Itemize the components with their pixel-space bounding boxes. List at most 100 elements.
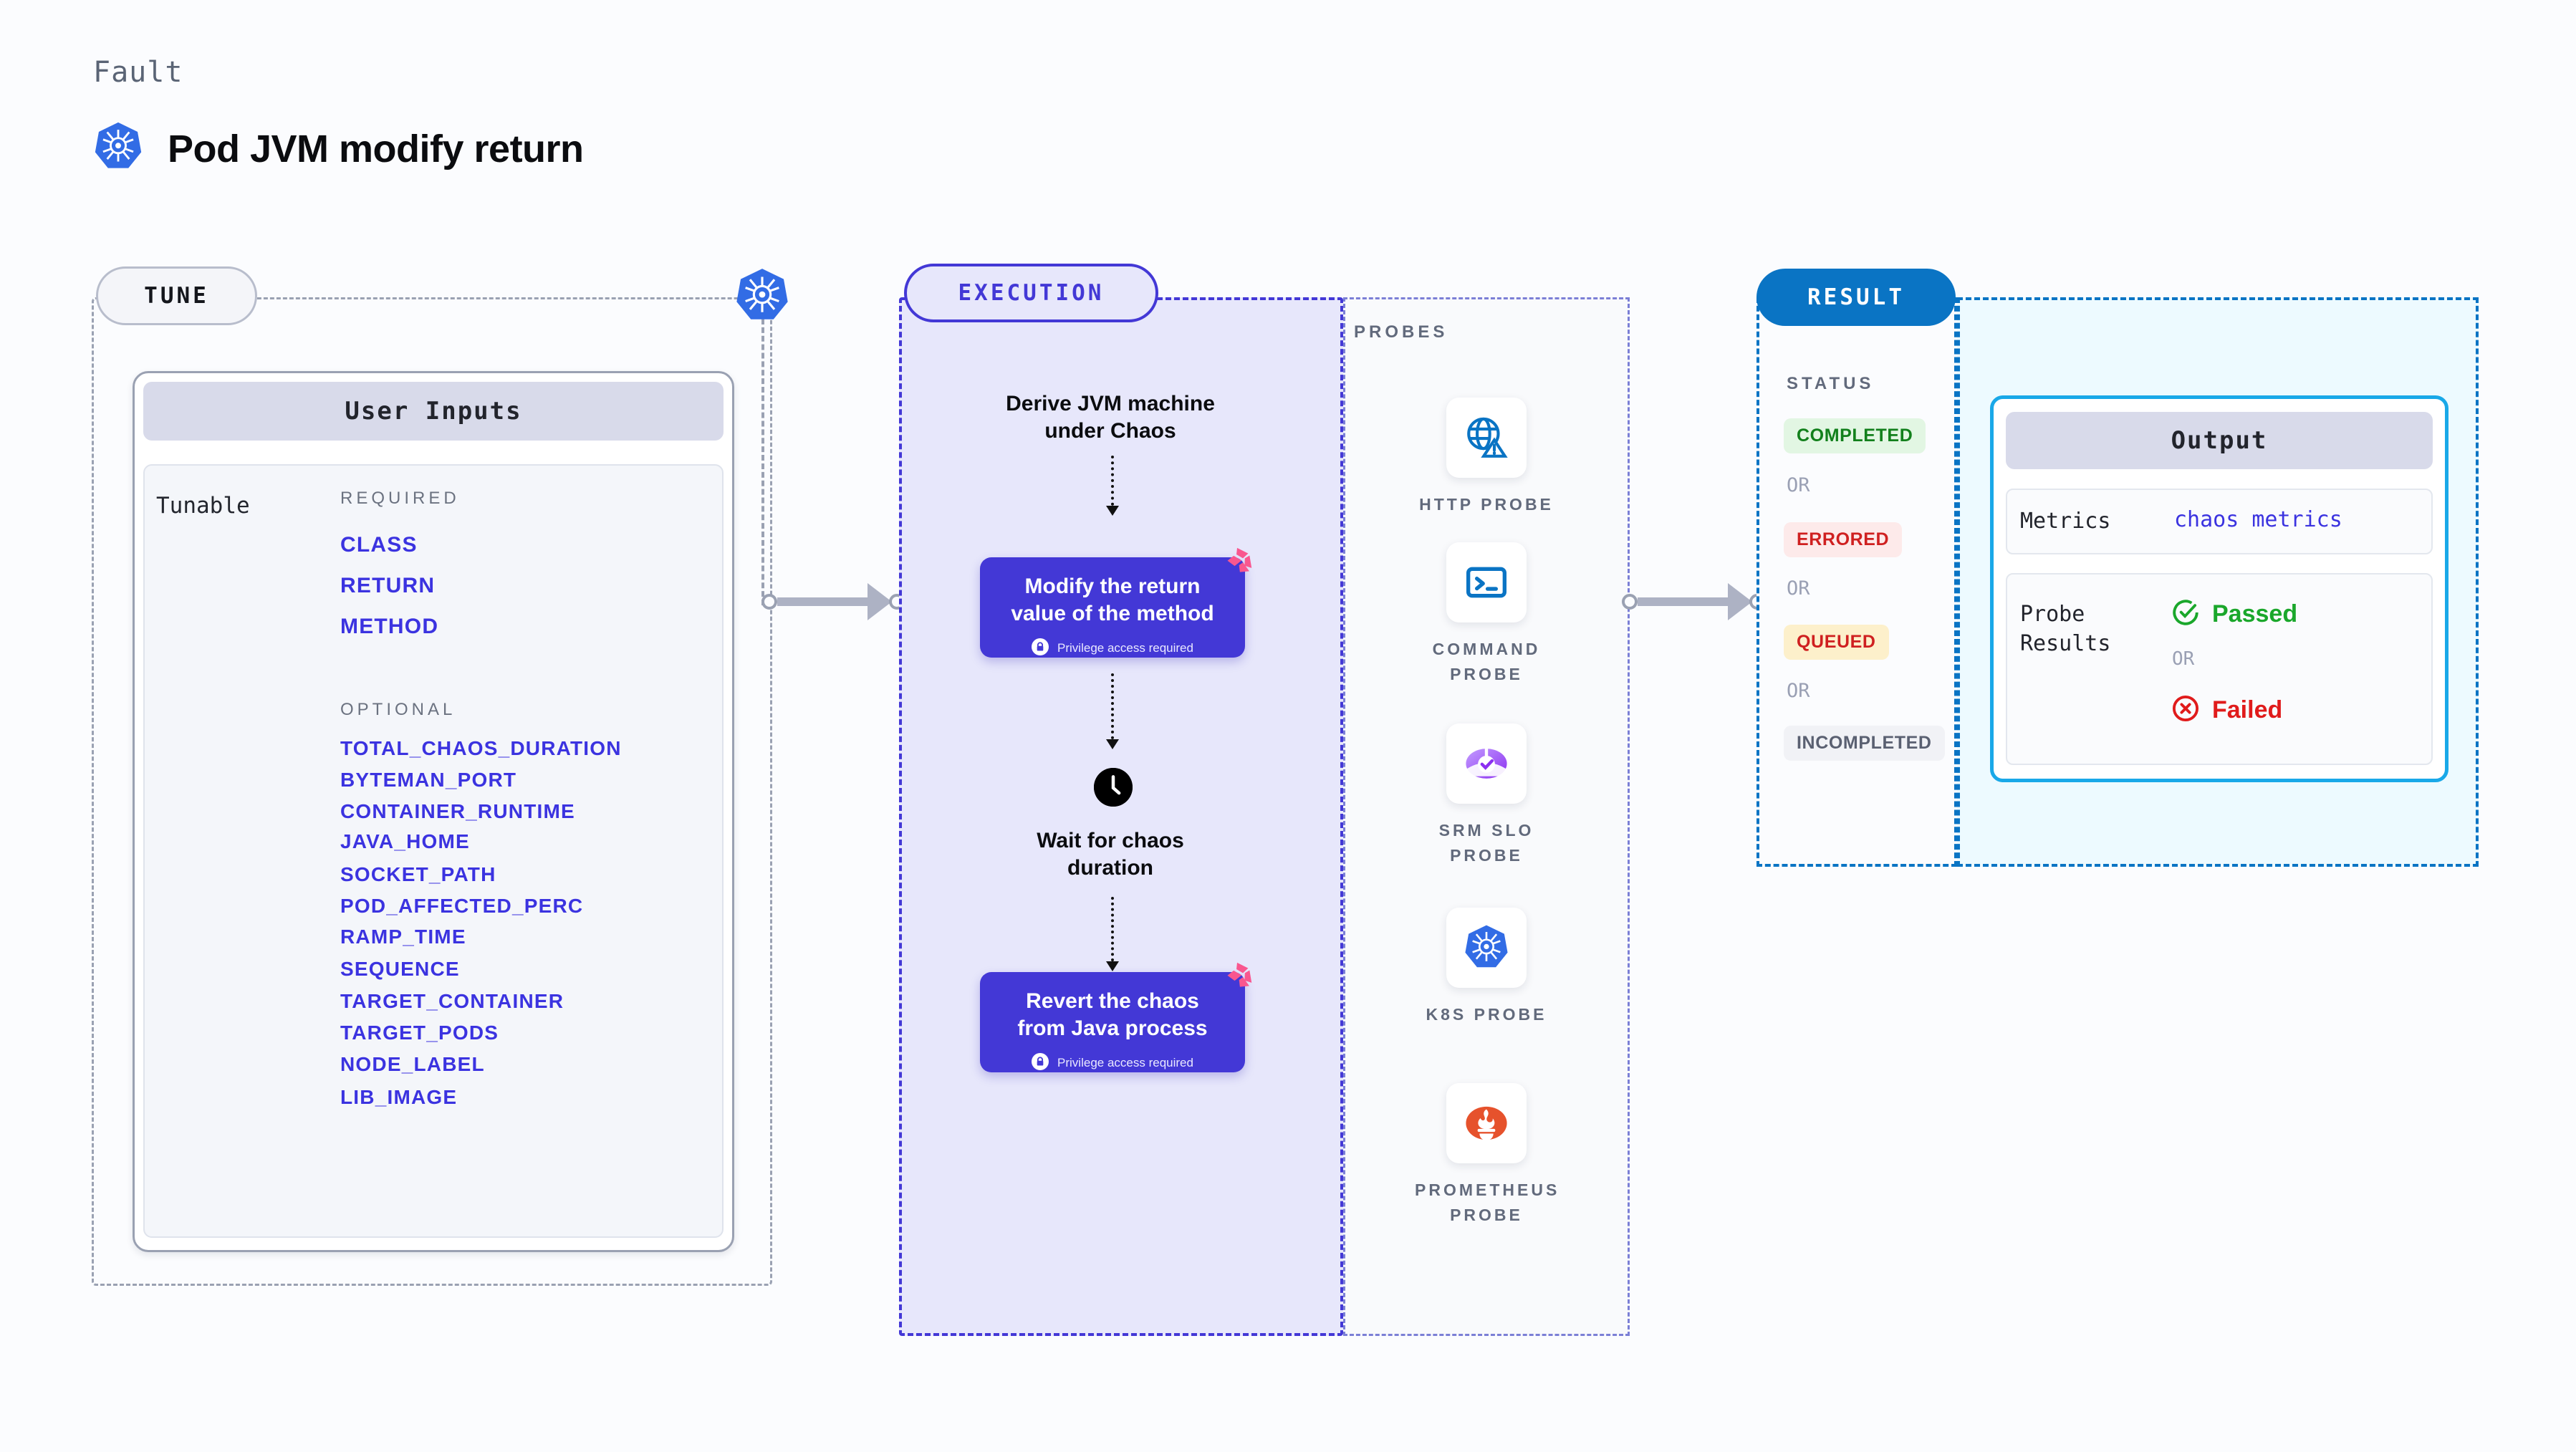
optional-group: OPTIONAL TOTAL_CHAOS_DURATION BYTEMAN_PO… [340,700,622,1109]
execution-step-wait: Wait for chaos duration [1037,829,1184,880]
status-badge-incompleted: INCOMPLETED [1784,726,1945,761]
privilege-note-text: Privilege access required [1057,1056,1193,1070]
probe-srm-slo[interactable]: SRM SLO PROBE [1415,723,1558,867]
output-probe-results-label: Probe Results [2020,600,2110,658]
terminal-icon [1446,542,1527,622]
litmus-icon [1216,546,1258,583]
execution-pill[interactable]: EXECUTION [904,264,1158,322]
execution-box-revert-line1: Revert the chaos [1026,989,1199,1013]
connector-dot [1622,594,1638,610]
status-section-label: STATUS [1787,374,1875,393]
probe-label-line2: Results [2020,630,2111,656]
status-or-3: OR [1787,680,1810,702]
probe-result-passed: Passed [2171,597,2297,631]
param-method[interactable]: METHOD [340,615,439,638]
output-metrics-value[interactable]: chaos metrics [2174,507,2342,532]
fault-kicker: Fault [93,56,183,89]
status-badge-queued: QUEUED [1784,625,1889,660]
connector-arrowhead [868,583,892,620]
connector-bar [777,597,868,606]
param-total-chaos-duration[interactable]: TOTAL_CHAOS_DURATION [340,737,622,759]
passed-label: Passed [2212,600,2298,628]
param-return[interactable]: RETURN [340,574,436,597]
status-or-2: OR [1787,577,1810,600]
arrow-modify-to-wait [1106,673,1119,749]
param-ramp-time[interactable]: RAMP_TIME [340,925,466,948]
check-circle-icon [2171,597,2201,631]
optional-label: OPTIONAL [340,700,456,719]
user-inputs-body [143,464,724,1238]
execution-box-revert[interactable]: Revert the chaos from Java process Privi… [980,972,1245,1072]
connector-bar [1638,597,1728,606]
probes-section-label: PROBES [1354,322,1448,342]
tune-kubernetes-badge [734,266,790,329]
privilege-note-text: Privilege access required [1057,641,1193,655]
probe-prometheus[interactable]: PROMETHEUS PROBE [1415,1083,1558,1227]
probe-label-line1: Probe [2020,602,2085,627]
param-lib-image[interactable]: LIB_IMAGE [340,1086,458,1108]
param-java-home[interactable]: JAVA_HOME [340,830,470,852]
probe-name: HTTP PROBE [1419,495,1554,514]
prometheus-icon [1446,1083,1527,1163]
probe-k8s[interactable]: K8S PROBE [1415,908,1558,1027]
globe-warning-icon [1446,398,1527,478]
litmus-icon [1216,961,1258,998]
connector-dot [761,594,777,610]
arrow-derive-to-modify [1106,456,1119,516]
privilege-note: Privilege access required [980,638,1245,659]
param-pod-affected-perc[interactable]: POD_AFFECTED_PERC [340,895,584,917]
probe-result-or: OR [2172,648,2195,670]
connector-execution-to-result [1622,580,1765,623]
required-group: REQUIRED CLASS RETURN METHOD [340,489,460,639]
connector-tune-to-execution [761,580,905,623]
result-pill[interactable]: RESULT [1756,269,1956,326]
param-sequence[interactable]: SEQUENCE [340,958,460,980]
tune-badge-dropline [761,319,764,605]
probe-name: PROMETHEUS PROBE [1415,1181,1560,1224]
srm-slo-icon [1446,723,1527,804]
probe-name: COMMAND PROBE [1432,640,1541,683]
execution-box-revert-line2: from Java process [1017,1016,1208,1041]
tune-region [92,297,772,1286]
param-container-runtime[interactable]: CONTAINER_RUNTIME [340,800,575,822]
output-header: Output [2006,412,2433,469]
tune-pill[interactable]: TUNE [96,266,257,325]
arrow-wait-to-revert [1106,897,1119,971]
probe-http[interactable]: HTTP PROBE [1415,398,1558,517]
status-badge-completed: COMPLETED [1784,418,1926,453]
execution-box-modify[interactable]: Modify the return value of the method Pr… [980,557,1245,658]
execution-step-derive: Derive JVM machine under Chaos [1006,392,1215,443]
param-target-pods[interactable]: TARGET_PODS [340,1021,499,1044]
probe-name: K8S PROBE [1426,1005,1547,1024]
connector-arrowhead [1728,583,1752,620]
user-inputs-header: User Inputs [143,382,724,441]
privilege-note: Privilege access required [980,1052,1245,1074]
page-title: Pod JVM modify return [168,127,584,170]
probe-command[interactable]: COMMAND PROBE [1415,542,1558,686]
kubernetes-icon [1446,908,1527,988]
x-circle-icon [2171,693,2201,727]
param-node-label[interactable]: NODE_LABEL [340,1053,485,1075]
param-target-container[interactable]: TARGET_CONTAINER [340,990,564,1012]
kubernetes-icon [93,120,143,177]
execution-region [899,297,1343,1336]
required-label: REQUIRED [340,489,460,508]
status-badge-errored: ERRORED [1784,522,1903,557]
failed-label: Failed [2212,696,2283,723]
execution-box-modify-line2: value of the method [1011,602,1214,626]
fault-title-row: Pod JVM modify return [93,120,584,177]
param-class[interactable]: CLASS [340,533,418,557]
lock-icon [1032,1052,1049,1074]
output-probe-results-row [2006,573,2433,765]
output-metrics-row [2006,489,2433,554]
tunable-label: Tunable [156,493,250,519]
probe-name: SRM SLO PROBE [1438,821,1534,865]
probe-result-failed: Failed [2171,693,2282,727]
output-metrics-label: Metrics [2020,509,2111,534]
status-or-1: OR [1787,474,1810,496]
param-byteman-port[interactable]: BYTEMAN_PORT [340,769,517,791]
lock-icon [1032,638,1049,659]
param-socket-path[interactable]: SOCKET_PATH [340,863,496,885]
execution-box-modify-line1: Modify the return [1024,574,1201,598]
